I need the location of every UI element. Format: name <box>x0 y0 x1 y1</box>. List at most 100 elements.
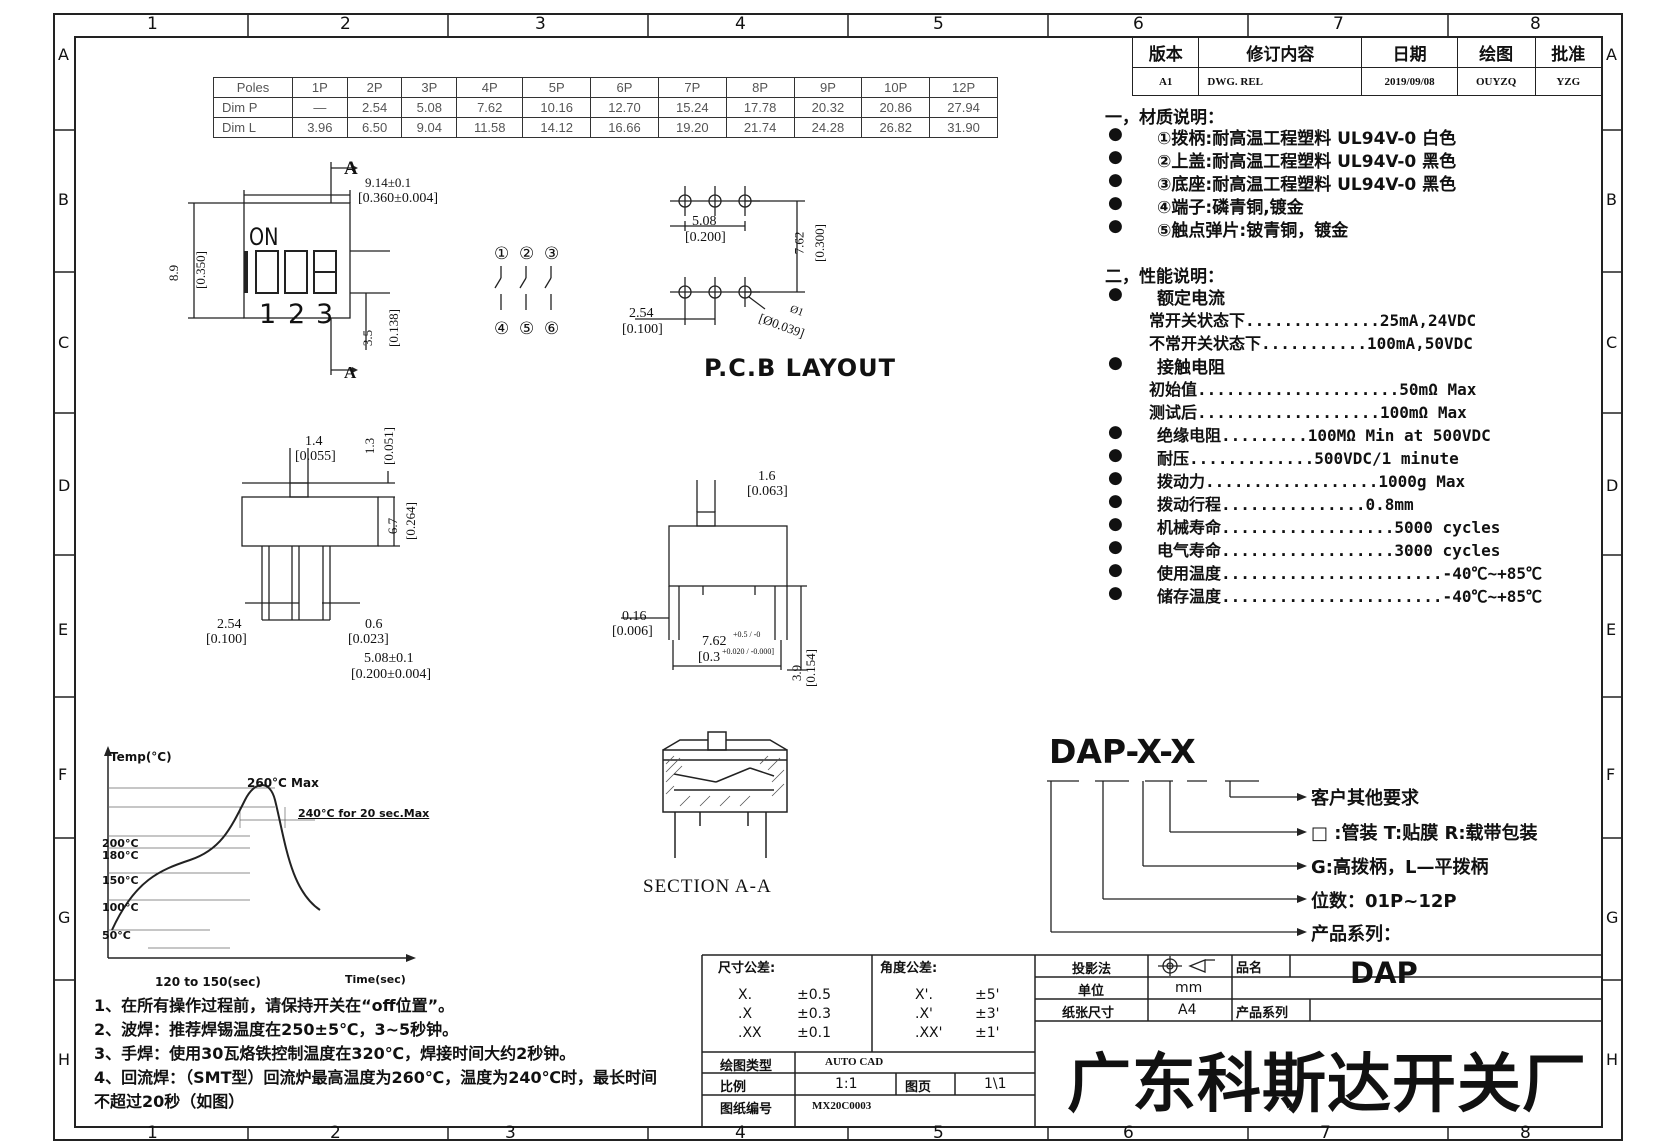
profile-x-label: Time(sec) <box>345 973 406 986</box>
poles-header-cell: 10P <box>861 77 931 98</box>
performance-item: 机械寿命..................5000 cycles <box>1157 518 1501 537</box>
row-letter-right: D <box>1606 476 1619 495</box>
arrow-icon <box>1297 828 1307 836</box>
poles-cell: 3.96 <box>292 117 348 138</box>
drawing-no-value: MX20C0003 <box>812 1100 872 1112</box>
rev-version: A1 <box>1131 67 1200 96</box>
rev-header-version: 版本 <box>1131 37 1200 68</box>
end-dim-gap: 0.16 <box>622 609 647 624</box>
dim-tol-label: 尺寸公差: <box>718 961 776 976</box>
material-item: ⑤触点弹片:铍青铜，镀金 <box>1157 221 1349 241</box>
section-mark-top: A <box>344 158 358 179</box>
dim-tol-key: X. <box>738 987 753 1003</box>
poles-cell: 14.12 <box>522 117 592 138</box>
row-letter-left: A <box>58 45 69 64</box>
poles-cell: 11.58 <box>456 117 524 138</box>
scale-label: 比例 <box>720 1080 747 1095</box>
performance-item: 储存温度.......................-40℃~+85℃ <box>1157 587 1542 606</box>
bullet-icon: ● <box>1108 491 1123 511</box>
col-number-bottom: 1 <box>147 1123 158 1143</box>
end-dim-gap-in: [0.006] <box>612 624 653 639</box>
page-value: 1\1 <box>984 1076 1007 1092</box>
side-dim-pitch-in: [0.100] <box>206 632 247 647</box>
bullet-icon: ● <box>1108 170 1123 190</box>
performance-item: 耐压.............500VDC/1 minute <box>1157 449 1459 468</box>
profile-peak-label: 260°C Max <box>247 776 319 790</box>
bullet-icon: ● <box>1108 560 1123 580</box>
dim-tol-value: ±0.5 <box>797 987 831 1003</box>
switch-number-3: 3 <box>316 299 334 330</box>
col-number-bottom: 4 <box>735 1123 746 1143</box>
poles-cell: 26.82 <box>861 117 931 138</box>
top-dim-width-in: [0.360±0.004] <box>358 191 439 206</box>
note-line: 4、回流焊：（SMT型）回流炉最高温度为260℃，温度为240℃时，最长时间 <box>94 1068 658 1087</box>
arrow-icon <box>104 746 112 756</box>
col-number-bottom: 2 <box>330 1123 341 1143</box>
ang-tol-key: X'. <box>915 987 933 1003</box>
row-letter-left: F <box>58 765 68 784</box>
col-number-bottom: 3 <box>505 1123 516 1143</box>
switch-number-1: 1 <box>259 299 277 330</box>
rev-drawn: OUYZQ <box>1456 67 1536 96</box>
bullet-icon: ● <box>1108 124 1123 144</box>
ang-tol-value: ±1' <box>975 1025 1000 1041</box>
col-number-bottom: 5 <box>933 1123 944 1143</box>
col-number-top: 5 <box>933 14 944 34</box>
bullet-icon: ● <box>1108 422 1123 442</box>
schematic-bottom-4: ④ <box>494 319 510 339</box>
paper-label: 纸张尺寸 <box>1062 1006 1115 1021</box>
side-dim-span-in: [0.200±0.004] <box>351 667 432 682</box>
side-view-drawing <box>241 448 400 621</box>
schematic-bottom-5: ⑤ <box>519 319 535 339</box>
schematic-diagram <box>494 266 552 310</box>
bullet-icon: ● <box>1108 216 1123 236</box>
part-number-leaders <box>1047 780 1307 936</box>
note-line: 2、波焊：推荐焊锡温度在250±5℃，3~5秒钟。 <box>94 1020 459 1039</box>
poles-cell: 19.20 <box>657 117 727 138</box>
schematic-bottom-6: ⑥ <box>544 319 560 339</box>
profile-y-label: Temp(°C) <box>110 750 172 764</box>
row-letter-right: E <box>1606 620 1617 639</box>
side-dim-span: 5.08±0.1 <box>364 651 414 666</box>
schematic-top-3: ③ <box>544 244 560 264</box>
row-letter-left: C <box>58 333 70 352</box>
name-value: DAP <box>1350 956 1418 990</box>
revision-table: 版本 修订内容 日期 绘图 批准 A1 DWG. REL 2019/09/08 … <box>1131 37 1603 96</box>
poles-cell: 2.54 <box>346 97 403 118</box>
profile-tick-180: 180°C <box>102 849 139 862</box>
arrow-icon <box>1297 895 1307 903</box>
profile-tick-50: 50°C <box>102 929 131 942</box>
part-number-line: 位数：01P~12P <box>1311 891 1457 912</box>
scale-value: 1:1 <box>835 1076 858 1092</box>
page-label: 图页 <box>905 1080 932 1095</box>
performance-item: 电气寿命..................3000 cycles <box>1157 541 1501 560</box>
arrow-icon <box>352 367 358 373</box>
contact-resistance-label: 接触电阻 <box>1157 358 1225 378</box>
drawing-no-label: 图纸编号 <box>720 1102 773 1117</box>
arrow-icon <box>406 954 416 962</box>
poles-cell: 9.04 <box>401 117 458 138</box>
row-letter-right: G <box>1606 908 1619 927</box>
performance-item: 使用温度.......................-40℃~+85℃ <box>1157 564 1542 583</box>
pcb-dim-pitch: 5.08 <box>692 214 717 229</box>
bullet-icon: ● <box>1108 147 1123 167</box>
end-dim-knob-in: [0.063] <box>747 484 788 499</box>
rated-current-line1: 常开关状态下..............25mA,24VDC <box>1149 311 1477 330</box>
switch-number-2: 2 <box>288 299 306 330</box>
material-item: ③底座:耐高温工程塑料 UL94V-0 黑色 <box>1157 175 1457 195</box>
col-number-bottom: 7 <box>1320 1123 1331 1143</box>
ang-tol-key: .X' <box>915 1006 933 1022</box>
material-title: 一，材质说明： <box>1105 108 1224 128</box>
note-line: 3、手焊：使用30瓦烙铁控制温度在320℃，焊接时间大约2秒钟。 <box>94 1044 576 1063</box>
rev-date: 2019/09/08 <box>1361 67 1458 96</box>
row-letter-right: F <box>1606 765 1616 784</box>
bullet-icon: ● <box>1108 445 1123 465</box>
on-label: ON <box>249 223 279 251</box>
profile-preheat-label: 120 to 150(sec) <box>155 975 261 989</box>
poles-cell: Dim L <box>213 117 293 138</box>
poles-cell: 21.74 <box>725 117 795 138</box>
